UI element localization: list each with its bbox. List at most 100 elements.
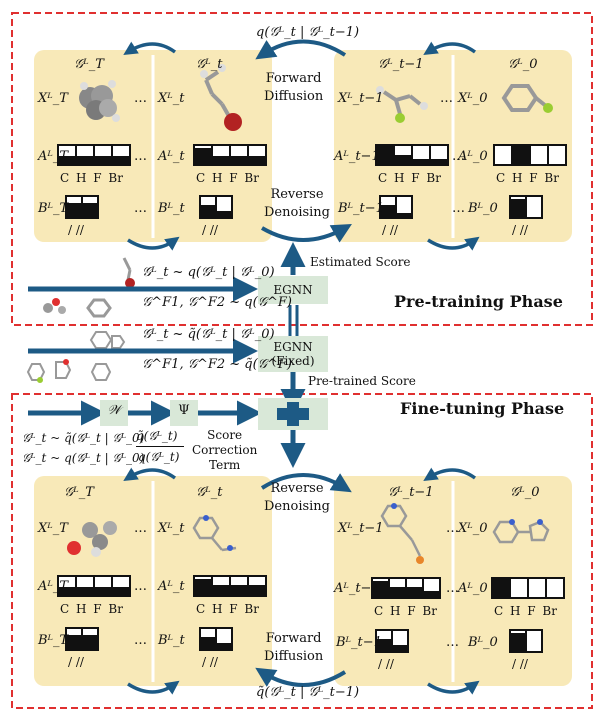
symbol-X-T-bottom: Xᴸ_T (38, 521, 68, 536)
eq2-bottom: 𝒢ᴸ_t ~ q(𝒢ᴸ_t | 𝒢ᴸ_0) (22, 451, 145, 465)
symbol-B-t1-top: Bᴸ_t−1 (338, 201, 384, 216)
bond-labels-t1-top: / // (382, 223, 398, 237)
egnn-fixed-box (258, 336, 328, 372)
input-molecule-top (122, 257, 135, 288)
symbol-X-t-top: Xᴸ_t (158, 91, 185, 106)
egnn-label: EGNN (273, 283, 313, 297)
symbol-A-0-top: Aᴸ_0 (458, 149, 488, 164)
symbol-A-0-bottom: Aᴸ_0 (458, 581, 488, 596)
symbol-G-t-bottom: 𝒢ᴸ_t (196, 485, 223, 500)
psi-box (170, 400, 198, 426)
atom-matrix-0-bottom (491, 577, 565, 599)
symbol-X-t1-top: Xᴸ_t−1 (338, 91, 384, 106)
ellipsis-A-bl: … (134, 579, 147, 594)
bond-matrix-t1-top (379, 195, 413, 219)
symbol-B-T-top: Bᴸ_T (38, 201, 69, 216)
symbol-G-0-bottom: 𝒢ᴸ_0 (510, 485, 540, 500)
ellipsis-A-br: … (446, 581, 459, 596)
bond-matrix-t-bottom (199, 627, 233, 651)
symbol-A-t-top: Aᴸ_t (158, 149, 185, 164)
atom-matrix-t-top (193, 144, 267, 166)
symbol-B-0-top: Bᴸ_0 (468, 201, 498, 216)
symbol-A-T-top: Aᴸ_T (38, 149, 68, 164)
sample-eq-middle: 𝒢ᴸ_t ~ q̃(𝒢ᴸ_t | 𝒢ᴸ_0) (142, 327, 275, 342)
atom-matrix-0-top (493, 144, 567, 166)
egnn-fixed-label: EGNN (Fixed) (271, 340, 315, 369)
bond-labels-T-top: / // (68, 223, 84, 237)
frag-eq-middle: 𝒢^F1, 𝒢^F2 ~ q̃(𝒢^F) (142, 357, 292, 372)
molecule-t1-top (376, 86, 428, 123)
input-molecule-middle (89, 331, 126, 349)
ratio-denominator: q(𝒢ᴸ_t) (138, 450, 180, 464)
forward-q-bottom: q̃(𝒢ᴸ_t | 𝒢ᴸ_t−1) (256, 685, 360, 700)
atom-labels-t1-top: C H F Br (378, 171, 441, 185)
symbol-B-t1-bottom: Bᴸ_t−1 (336, 635, 382, 650)
symbol-A-T-bottom: Aᴸ_T (38, 579, 68, 594)
symbol-B-T-bottom: Bᴸ_T (38, 633, 69, 648)
bond-labels-t-bottom: / // (202, 655, 218, 669)
forward-diffusion-bottom: Forward Diffusion (264, 631, 324, 664)
symbol-B-t-top: Bᴸ_t (158, 201, 185, 216)
score-correction-label: Score Correction Term (192, 428, 258, 472)
symbol-G-T-bottom: 𝒢ᴸ_T (64, 485, 94, 500)
ellipsis-B-tl: … (134, 201, 147, 216)
atom-labels-T-bottom: C H F Br (60, 602, 123, 616)
bond-matrix-t1-bottom (375, 629, 409, 653)
symbol-X-0-top: Xᴸ_0 (458, 91, 488, 106)
symbol-G-t1-top: 𝒢ᴸ_t−1 (378, 57, 424, 72)
symbol-G-T-top: 𝒢ᴸ_T (74, 57, 104, 72)
bond-matrix-T-top (65, 195, 99, 219)
ellipsis-B-tr: … (452, 201, 465, 216)
bond-labels-0-bottom: / // (512, 657, 528, 671)
w-symbol: 𝒲 (107, 403, 121, 418)
atom-labels-0-top: C H F Br (496, 171, 559, 185)
eq1-bottom: 𝒢ᴸ_t ~ q̃(𝒢ᴸ_t | 𝒢ᴸ_0) (22, 431, 145, 445)
atom-matrix-T-top (57, 144, 131, 166)
ellipsis-A-tr: … (452, 149, 465, 164)
symbol-B-0-bottom: Bᴸ_0 (468, 635, 498, 650)
w-box (100, 400, 128, 426)
bond-matrix-0-bottom (509, 629, 543, 653)
symbol-X-t-bottom: Xᴸ_t (158, 521, 185, 536)
reverse-denoising-top: Reverse Denoising (264, 187, 330, 220)
molecule-0-top (501, 84, 553, 113)
psi-symbol: Ψ (178, 403, 190, 418)
bond-matrix-T-bottom (65, 627, 99, 651)
symbol-X-0-bottom: Xᴸ_0 (458, 521, 488, 536)
bond-labels-t-top: / // (202, 223, 218, 237)
ratio-bar (136, 446, 184, 447)
atom-matrix-t1-bottom (371, 577, 441, 599)
symbol-G-0-top: 𝒢ᴸ_0 (508, 57, 538, 72)
forward-diffusion-top: Forward Diffusion (264, 71, 324, 104)
ellipsis-B-br: … (446, 635, 459, 650)
pretraining-phase-title: Pre-training Phase (394, 292, 563, 311)
ellipsis-A-tl: … (134, 149, 147, 164)
molecule-t-top (200, 64, 242, 131)
atom-labels-t-bottom: C H F Br (196, 602, 259, 616)
reverse-denoising-bottom: Reverse Denoising (264, 481, 330, 514)
symbol-X-t1-bottom: Xᴸ_t−1 (338, 521, 384, 536)
input-fragments-middle (26, 359, 112, 383)
bond-matrix-0-top (509, 195, 543, 219)
ellipsis-X-br: … (446, 521, 459, 536)
symbol-A-t1-bottom: Aᴸ_t−1 (334, 581, 380, 596)
symbol-A-t-bottom: Aᴸ_t (158, 579, 185, 594)
ellipsis-B-bl: … (134, 633, 147, 648)
atom-labels-t1-bottom: C H F Br (374, 604, 437, 618)
ellipsis-X-tl: … (134, 91, 147, 106)
atom-matrix-t-bottom (193, 575, 267, 597)
bond-labels-0-top: / // (512, 223, 528, 237)
pretraining-frame (11, 12, 593, 326)
symbol-A-t1-top: Aᴸ_t−1 (334, 149, 380, 164)
pretrained-score-label: Pre-trained Score (308, 374, 416, 388)
estimated-score-label: Estimated Score (310, 255, 411, 269)
molecule-t1-bottom (380, 503, 424, 564)
ellipsis-X-bl: … (134, 521, 147, 536)
atom-labels-T-top: C H F Br (60, 171, 123, 185)
atom-matrix-t1-top (375, 144, 449, 166)
egnn-box (258, 276, 328, 304)
ratio-numerator: q̃(𝒢ᴸ_t) (136, 429, 178, 443)
symbol-B-t-bottom: Bᴸ_t (158, 633, 185, 648)
symbol-X-T-top: Xᴸ_T (38, 91, 68, 106)
